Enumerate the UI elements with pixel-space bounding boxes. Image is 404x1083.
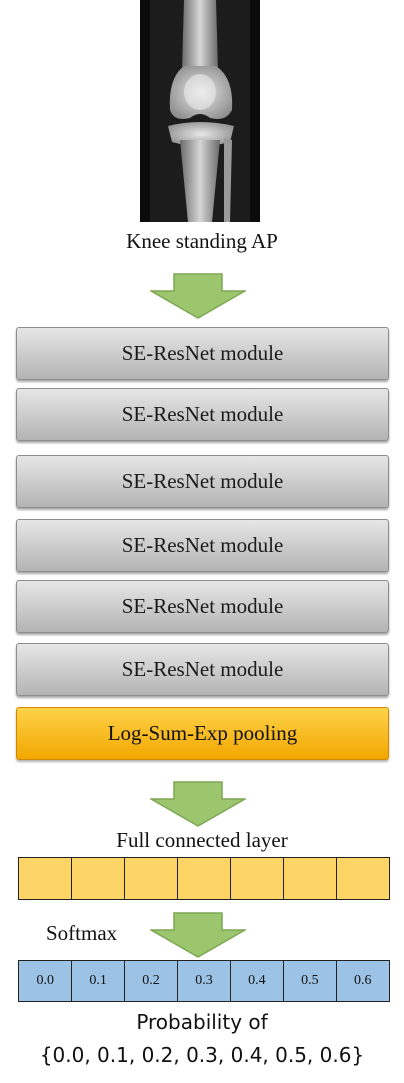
fc-cell	[229, 857, 285, 900]
knee-xray-image	[140, 0, 260, 222]
fc-cell	[176, 857, 232, 900]
input-caption: Knee standing AP	[126, 229, 278, 253]
se-resnet-module-5: SE-ResNet module	[16, 580, 389, 633]
fc-layer-label: Full connected layer	[116, 828, 288, 852]
probability-cell: 0.0	[18, 960, 73, 1002]
fc-layer	[18, 857, 390, 900]
fc-cell	[282, 857, 338, 900]
down-arrow-icon	[150, 273, 246, 319]
se-resnet-module-4: SE-ResNet module	[16, 519, 389, 572]
softmax-label: Softmax	[46, 921, 118, 945]
probability-cell: 0.1	[70, 960, 126, 1002]
fc-cell	[70, 857, 126, 900]
probability-row: 0.0 0.1 0.2 0.3 0.4 0.5 0.6	[18, 960, 390, 1002]
down-arrow-icon	[150, 781, 246, 827]
probability-cell: 0.3	[176, 960, 232, 1002]
probability-cell: 0.4	[229, 960, 285, 1002]
fc-cell	[18, 857, 73, 900]
se-resnet-module-2: SE-ResNet module	[16, 388, 389, 441]
probability-cell: 0.6	[335, 960, 390, 1002]
output-caption-line2: {0.0, 0.1, 0.2, 0.3, 0.4, 0.5, 0.6}	[39, 1043, 365, 1067]
down-arrow-icon	[150, 912, 246, 958]
se-resnet-module-6: SE-ResNet module	[16, 643, 389, 696]
output-caption-line1: Probability of	[136, 1010, 268, 1034]
fc-cell	[123, 857, 179, 900]
fc-cell	[335, 857, 390, 900]
probability-cell: 0.5	[282, 960, 338, 1002]
se-resnet-module-3: SE-ResNet module	[16, 455, 389, 508]
log-sum-exp-pooling-block: Log-Sum-Exp pooling	[16, 707, 389, 760]
se-resnet-module-1: SE-ResNet module	[16, 327, 389, 380]
probability-cell: 0.2	[123, 960, 179, 1002]
